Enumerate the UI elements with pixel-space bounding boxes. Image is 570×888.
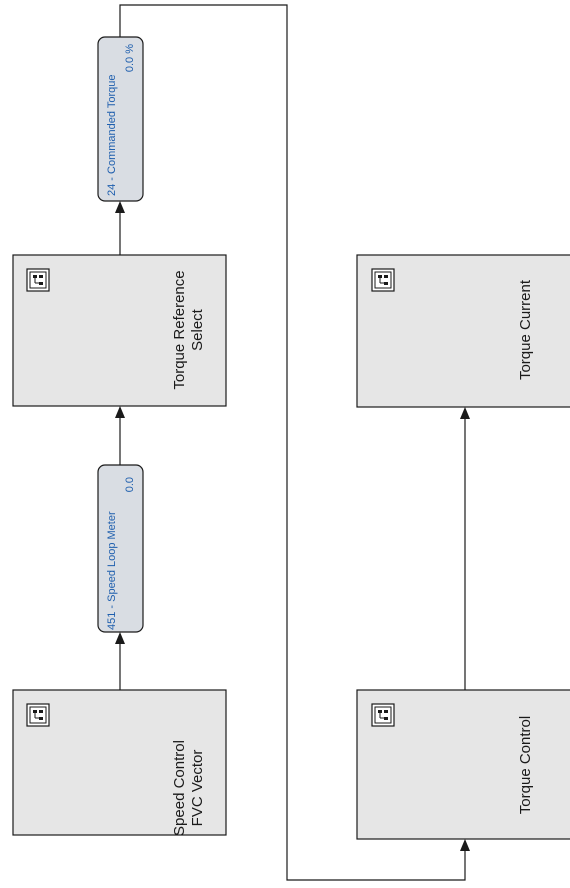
torque-current-block[interactable]: Torque Current (356, 254, 570, 408)
speed-loop-meter-value: 0.0 (124, 477, 136, 492)
speed-control-title: Speed Control (171, 740, 188, 836)
torque-reference-title: Torque Reference (171, 270, 188, 389)
torque-control-block[interactable]: Torque Control (356, 689, 570, 840)
arrowhead (460, 839, 470, 851)
torque-current-title: Torque Current (517, 279, 534, 380)
arrowhead (115, 406, 125, 418)
torque-reference-subtitle: Select (189, 308, 206, 351)
function-block-icon (371, 703, 395, 727)
speed-loop-meter-label: 451 - Speed Loop Meter (106, 511, 118, 630)
commanded-torque-value: 0.0 % (124, 44, 136, 72)
speed-loop-meter[interactable]: 451 - Speed Loop Meter 0.0 (97, 464, 144, 633)
function-block-icon (26, 268, 50, 292)
speed-control-block[interactable]: Speed Control FVC Vector (12, 689, 227, 836)
commanded-torque-meter[interactable]: 24 - Commanded Torque 0.0 % (97, 36, 144, 202)
arrowhead (115, 201, 125, 213)
torque-reference-select-block[interactable]: Torque Reference Select (12, 254, 227, 407)
speed-control-subtitle: FVC Vector (189, 750, 206, 827)
wire-commanded-to-torque-control (119, 4, 466, 881)
connectors (115, 4, 470, 881)
arrowhead (460, 407, 470, 419)
torque-control-title: Torque Control (517, 716, 534, 814)
commanded-torque-label: 24 - Commanded Torque (106, 75, 118, 196)
function-block-icon (371, 268, 395, 292)
function-block-icon (26, 703, 50, 727)
arrowhead (115, 632, 125, 644)
